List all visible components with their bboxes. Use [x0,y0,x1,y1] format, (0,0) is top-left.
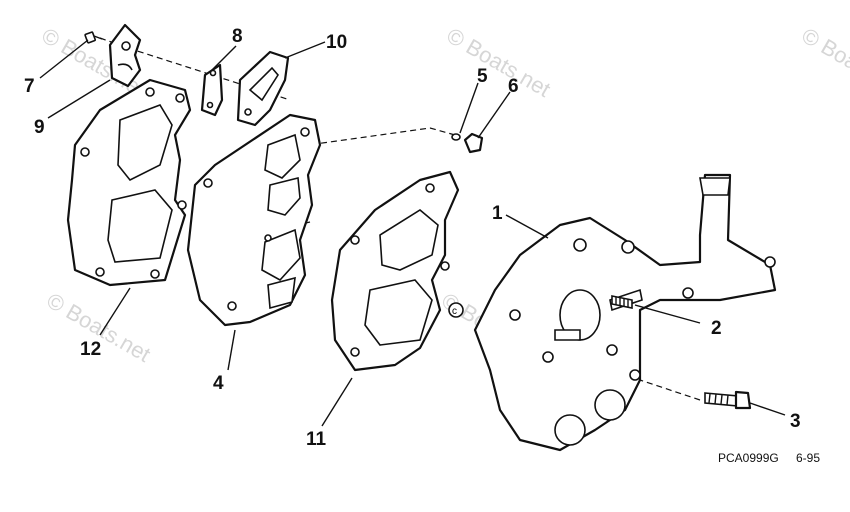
callout-11: 11 [306,429,327,450]
copyright-mark: c [448,302,464,318]
callout-4: 4 [213,373,224,394]
svg-text:c: c [452,306,457,317]
leader-lines [39,39,786,427]
callout-5: 5 [477,66,488,87]
callout-3: 3 [790,411,801,432]
callout-7: 7 [24,76,35,97]
figure-date: 6-95 [796,451,820,465]
part-11-gasket [330,170,460,372]
part-5-washer [451,133,461,141]
part-2-stud [611,295,633,309]
callout-10: 10 [326,32,347,53]
part-8-small-gasket [200,63,224,117]
callout-labels: 7 9 8 10 5 6 1 2 3 4 12 11 [24,26,801,450]
callout-9: 9 [34,117,45,138]
callout-12: 12 [80,339,101,360]
part-6-nut [463,132,484,154]
figure-code-block: PCA0999G 6-95 [718,451,820,465]
part-1-housing [473,173,777,452]
callout-1: 1 [492,203,503,224]
watermark: © Boats.net [798,23,850,102]
part-10-cover-plate [236,50,290,127]
part-4-adapter-plate [186,113,322,327]
part-7-screw [84,31,103,44]
callout-2: 2 [711,318,722,339]
watermark: © Boats.net [443,23,555,102]
part-3-bolt [704,390,752,410]
figure-code: PCA0999G [718,451,779,465]
callout-6: 6 [508,76,519,97]
part-12-gasket [66,78,192,287]
part-9-plate [108,23,142,88]
callout-8: 8 [232,26,243,47]
